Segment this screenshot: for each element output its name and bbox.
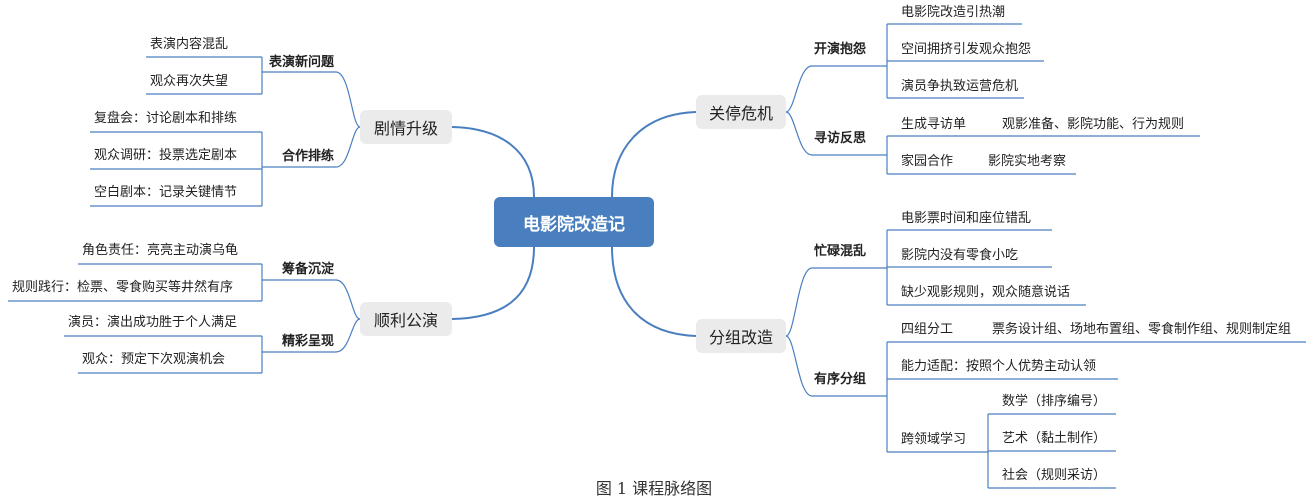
leaf-text: 艺术（黏土制作） xyxy=(1002,431,1107,446)
category-new-problems: 表演新问题 xyxy=(268,55,334,70)
leaf-text: 四组分工 xyxy=(901,322,954,337)
category-wonderful: 精彩呈现 xyxy=(281,334,334,349)
category-prep: 筹备沉淀 xyxy=(281,262,334,277)
leaf-text: 跨领域学习 xyxy=(901,432,967,447)
category-complaint: 开演抱怨 xyxy=(814,42,867,57)
category-ordered: 有序分组 xyxy=(814,372,867,387)
leaf-text: 缺少观影规则，观众随意说话 xyxy=(901,285,1071,300)
leaf-text: 电影院改造引热潮 xyxy=(901,5,1006,20)
leaf-text: 观众调研：投票选定剧本 xyxy=(94,148,238,163)
leaf-text: 空白剧本：记录关键情节 xyxy=(94,185,238,200)
central-topic: 电影院改造记 xyxy=(494,197,654,247)
branch-drama: 剧情升级 xyxy=(360,110,452,144)
leaf-text: 演员：演出成功胜于个人满足 xyxy=(68,315,238,330)
leaf-text: 观众：预定下次观演机会 xyxy=(82,352,226,367)
category-cooperation: 合作排练 xyxy=(281,149,334,164)
branch-group: 分组改造 xyxy=(696,319,786,353)
leaf-text: 角色责任：亮亮主动演乌龟 xyxy=(82,243,239,258)
leaf-text: 数学（排序编号） xyxy=(1002,394,1107,409)
branch-crisis: 关停危机 xyxy=(696,95,786,129)
leaf-text: 家园合作 xyxy=(901,154,954,169)
leaf-text: 生成寻访单 xyxy=(901,117,967,132)
leaf-text: 能力适配：按照个人优势主动认领 xyxy=(901,359,1097,374)
figure-caption: 图 1 课程脉络图 xyxy=(595,479,713,498)
leaf-text: 影院实地考察 xyxy=(988,154,1067,169)
leaf-text: 规则践行：检票、零食购买等井然有序 xyxy=(12,280,234,295)
leaf-text: 复盘会：讨论剧本和排练 xyxy=(94,111,238,126)
leaf-text: 演员争执致运营危机 xyxy=(901,79,1019,94)
leaf-text: 空间拥挤引发观众抱怨 xyxy=(901,42,1032,57)
leaf-text: 观影准备、影院功能、行为规则 xyxy=(1002,117,1185,132)
category-visit: 寻访反思 xyxy=(814,131,867,146)
leaf-text: 社会（规则采访） xyxy=(1002,468,1107,483)
leaf-text: 影院内没有零食小吃 xyxy=(901,248,1019,263)
leaf-text: 电影票时间和座位错乱 xyxy=(901,211,1032,226)
leaf-text: 观众再次失望 xyxy=(150,74,229,89)
leaf-text: 票务设计组、场地布置组、零食制作组、规则制定组 xyxy=(992,322,1292,337)
category-chaos: 忙碌混乱 xyxy=(814,244,867,259)
branch-show: 顺利公演 xyxy=(360,302,452,336)
leaf-text: 表演内容混乱 xyxy=(150,37,229,52)
